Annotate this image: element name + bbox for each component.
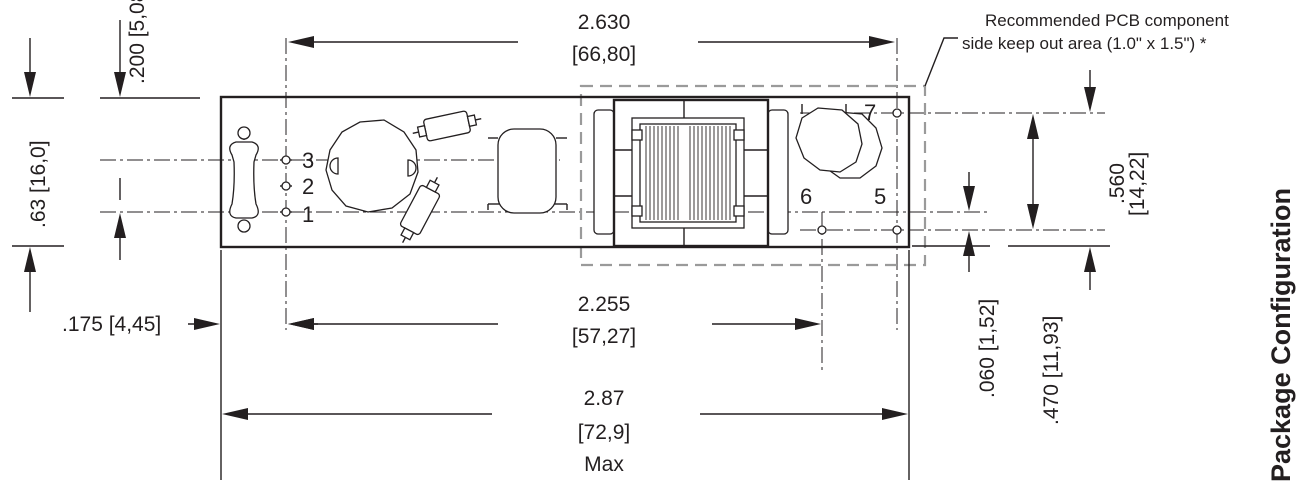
height-label: .63 [16,0] [27,140,50,228]
left-resistor [229,126,259,233]
pin-6 [817,225,827,235]
overall-length-inches: 2.87 [584,387,625,410]
dim-top-offset [100,20,200,200]
pin-5-label: 5 [874,184,886,209]
top-offset-label: .200 [5,08] [126,0,149,84]
pin-span-mm: [66,80] [572,43,636,66]
pin1-pin6-inches: 2.255 [578,293,631,316]
pin1-pin6-mm: [57,27] [572,325,636,348]
pin7-span-mm: [14,22] [1126,152,1149,216]
transformer-windings [645,126,731,220]
pin-2-label: 2 [302,174,314,199]
small-part-top [412,110,482,142]
dim-pin7-span [1008,70,1110,290]
keepout-leader [924,37,958,87]
keepout-area [579,84,927,267]
right-capacitors [795,104,883,179]
pin-2 [281,181,291,191]
dim-overall-length [222,250,910,480]
pin7-span-inches: .560 [1106,163,1129,204]
round-capacitor [325,119,419,213]
inductor [487,128,568,214]
pin-7 [892,108,902,118]
left-offset-label: .175 [4,45] [62,313,161,336]
pin-6-label: 6 [800,184,812,209]
dim-pin5-offset [912,172,990,272]
pin-7-label: 7 [864,100,876,125]
small-part-angled [399,177,441,243]
module-body [219,95,911,249]
transformer [593,98,789,248]
keepout-note-line2: side keep out area (1.0" x 1.5") * [962,34,1207,53]
overall-length-mm: [72,9] [578,421,631,444]
dim-height [12,38,126,312]
pin-1-label: 1 [302,202,314,227]
pin5-offset-label: .060 [1,52] [976,299,999,398]
keepout-note-line1: Recommended PCB component [985,11,1229,30]
pin-3-label: 3 [302,148,314,173]
pin-5 [892,225,902,235]
pin-3 [281,155,291,165]
dim-pin1-pin6 [288,318,821,330]
pin-span-inches: 2.630 [578,11,631,34]
pins [280,108,902,235]
dim-left-offset [188,250,318,480]
dim-pin7-pin5 [1027,114,1039,229]
overall-length-max: Max [584,453,624,476]
pin7-pin5-label: .470 [11,93] [1040,316,1063,425]
pin-1 [281,207,291,217]
side-title: Package Configuration [1266,188,1296,482]
dim-pin-span [288,36,895,48]
